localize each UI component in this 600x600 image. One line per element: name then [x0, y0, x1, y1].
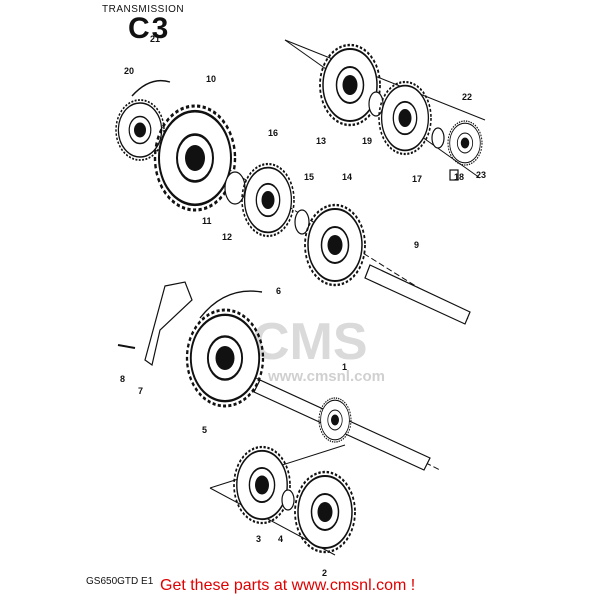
washer-part [431, 127, 445, 149]
bushing-part [368, 91, 384, 117]
callout-number: 15 [304, 172, 314, 182]
callout-number: 21 [150, 34, 160, 44]
retainer-plate-part [144, 281, 193, 367]
callout-number: 1 [342, 362, 347, 372]
callout-number: 23 [476, 170, 486, 180]
bearing-part [116, 100, 164, 160]
callout-number: 9 [414, 240, 419, 250]
callout-number: 8 [120, 374, 125, 384]
callout-number: 4 [278, 534, 283, 544]
explosion-line-upper [284, 39, 486, 121]
callout-number: 14 [342, 172, 352, 182]
callout-number: 13 [316, 136, 326, 146]
circlip-part [199, 290, 263, 319]
callout-number: 3 [256, 534, 261, 544]
washer-part [294, 209, 310, 235]
callout-number: 12 [222, 232, 232, 242]
callout-number: 11 [202, 216, 212, 226]
callout-number: 6 [276, 286, 281, 296]
callout-number: 17 [412, 174, 422, 184]
callout-number: 16 [268, 128, 278, 138]
gear-part [234, 447, 290, 523]
callout-number: 20 [124, 66, 134, 76]
circlip-part [131, 79, 171, 97]
diagram-title: TRANSMISSION [102, 4, 185, 15]
gear-part [319, 398, 351, 442]
washer-part [281, 489, 295, 511]
callout-number: 2 [322, 568, 327, 578]
watermark-brand: CMS [252, 313, 368, 371]
section-code: C3 [128, 12, 171, 45]
model-code: GS650GTD E1 [86, 576, 154, 587]
callout-number: 22 [462, 92, 472, 102]
promo-link[interactable]: Get these parts at www.cmsnl.com ! [160, 577, 416, 594]
gear-part [305, 205, 365, 285]
callout-number: 18 [454, 172, 464, 182]
washer-part [224, 171, 246, 205]
watermark-url: www.cmsnl.com [268, 368, 385, 385]
screw-part [117, 344, 136, 349]
gear-part [295, 472, 355, 552]
dowel-pin-part [449, 169, 459, 181]
callout-number: 10 [206, 74, 216, 84]
callout-number: 5 [202, 425, 207, 435]
callout-number: 19 [362, 136, 372, 146]
gear-part [242, 164, 294, 236]
callout-number: 7 [138, 386, 143, 396]
countershaft-part [364, 264, 471, 325]
bearing-part [187, 310, 263, 406]
gear-part [379, 82, 431, 154]
gear-part [155, 106, 235, 210]
